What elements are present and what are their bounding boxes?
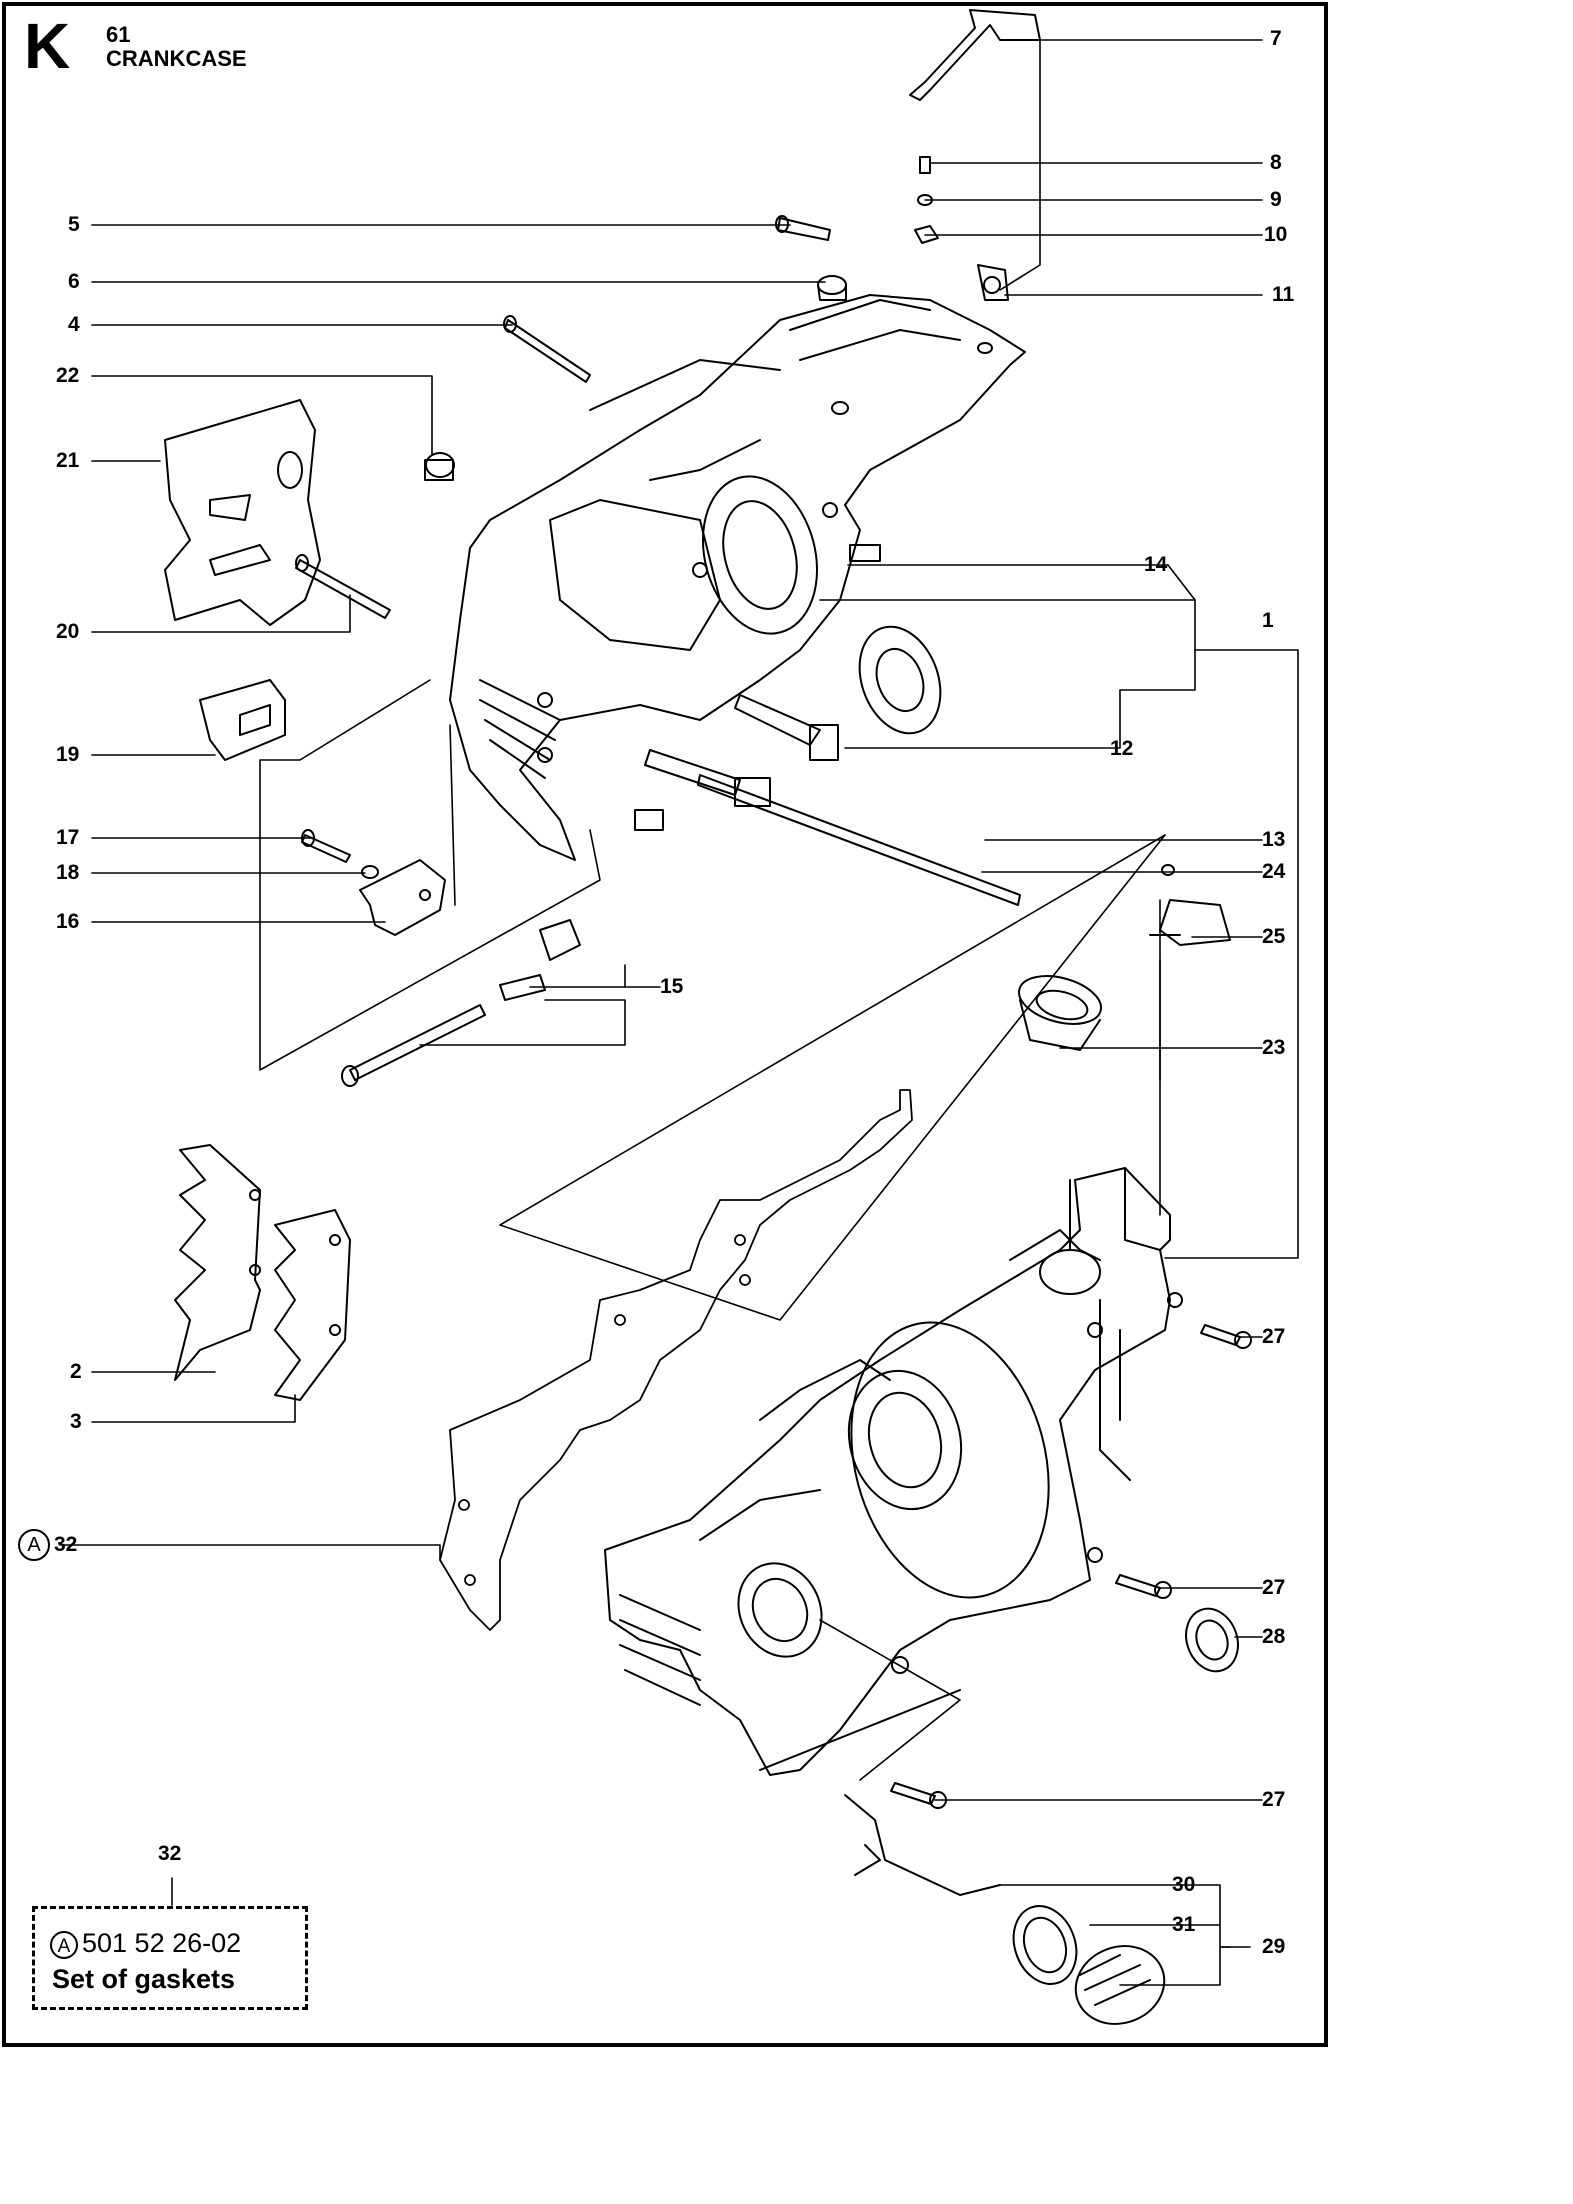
callout-22: 22 [56,364,80,387]
part-switch-25 [1149,899,1231,946]
part-washer-9 [917,194,933,206]
callout-8: 8 [1270,151,1282,174]
part-screw-27b [1115,1574,1172,1599]
part-pin-small [634,809,664,831]
part-small-screw-8 [919,156,931,174]
callout-4: 4 [68,313,80,336]
kit-description: Set of gaskets [52,1964,236,1994]
part-screw-27c [890,1782,947,1809]
part-block-19 [199,679,286,761]
callout-1: 1 [1262,609,1274,632]
ref-marker-a: A [18,1529,50,1561]
part-adjuster-bolt-12 [734,694,839,761]
callout-21: 21 [56,449,80,472]
callout-30: 30 [1172,1873,1196,1896]
part-clamp-16 [359,859,446,936]
part-bushing-6 [817,275,847,301]
kit-box [32,1906,308,2010]
part-long-bolt-4 [503,315,591,383]
part-pin-14 [849,544,881,562]
callout-15: 15 [660,975,684,998]
part-screw-5 [775,215,831,241]
gasket-outline [439,1089,913,1631]
callout-28: 28 [1262,1625,1286,1648]
callout-5: 5 [68,213,80,236]
part-chain-guide-21 [164,399,321,626]
callout-32-kit: 32 [158,1842,182,1865]
section-title: CRANKCASE [106,46,247,71]
callout-27-bottom: 27 [1262,1788,1286,1811]
kit-ref-marker: A [50,1930,78,1959]
part-screw-17 [301,829,351,863]
callout-9: 9 [1270,188,1282,211]
callout-27-top: 27 [1262,1325,1286,1348]
callout-20: 20 [56,620,80,643]
part-guide-plates-2-3 [174,1144,351,1401]
part-filler-tube-30 [844,1794,1001,1896]
callout-14: 14 [1144,553,1168,576]
callout-31: 31 [1172,1913,1196,1936]
callout-25: 25 [1262,925,1286,948]
upper-crankcase-shell [449,294,1026,861]
section-letter: K [24,10,71,82]
part-washer-18 [361,865,379,879]
part-bracket-11 [977,264,1009,301]
kit-part-number: 501 52 26-02 [82,1928,242,1958]
part-plate-10 [914,225,939,244]
leader-lines [59,39,1299,1986]
callout-6: 6 [68,270,80,293]
part-grommet-23 [1018,975,1102,1051]
callout-27-middle: 27 [1262,1576,1286,1599]
part-gasket-31 [1012,1905,1078,1985]
part-rod-13 [697,774,1021,906]
callout-12: 12 [1110,737,1134,760]
callout-11: 11 [1272,283,1295,306]
part-bolt-20 [295,554,391,619]
callout-7: 7 [1270,27,1282,50]
lower-crankcase-body [604,1167,1183,1776]
callout-13: 13 [1262,828,1286,851]
callout-17: 17 [56,826,80,849]
section-number: 61 [106,22,131,47]
callout-18: 18 [56,861,80,884]
part-handle-7 [909,9,1041,101]
callout-32: 32 [54,1533,78,1556]
part-bearing-14 [858,625,942,735]
part-screw-24 [1161,864,1175,876]
callout-19: 19 [56,743,80,766]
callout-10: 10 [1264,223,1288,246]
part-tensioner-15 [341,919,581,1087]
diagram-frame [2,2,1328,2047]
part-bushing-22 [424,452,455,481]
callout-3: 3 [70,1410,82,1433]
callout-29: 29 [1262,1935,1286,1958]
group-box-lines [259,679,1166,1781]
callout-23: 23 [1262,1036,1286,1059]
part-cap-29 [1074,1945,1166,2025]
callout-2: 2 [70,1360,82,1383]
part-screw-27a [1200,1324,1252,1349]
callout-16: 16 [56,910,80,933]
callout-24: 24 [1262,860,1286,883]
part-seal-28 [1185,1607,1239,1673]
